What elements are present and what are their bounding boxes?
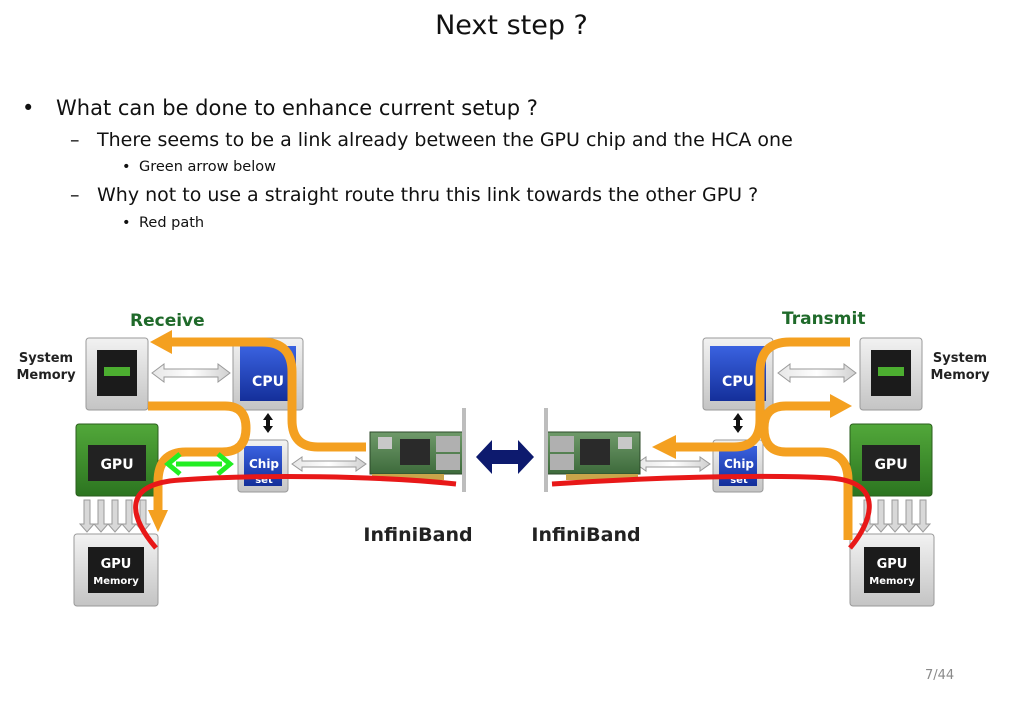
chipset-sublabel: set [730, 475, 748, 486]
transmit-flow-arrowhead-2 [830, 394, 852, 418]
chipset-sublabel: set [255, 475, 273, 486]
infiniband-link-arrow [476, 440, 534, 474]
transmit-side: Transmit System Memory CPU Chip set GPU … [531, 309, 990, 607]
pcie-arrow [291, 456, 367, 472]
bullet-marker: – [70, 129, 80, 151]
bullet-marker: • [122, 159, 131, 175]
bullet-marker: • [22, 96, 35, 120]
pcie-arrow [635, 456, 711, 472]
slide-title: Next step ? [435, 10, 588, 41]
memory-chip-icon-slot [104, 367, 130, 376]
cpu-label: CPU [252, 374, 284, 390]
chipset-label: Chip [249, 457, 279, 471]
cpu-chipset-arrow [263, 413, 273, 433]
page-number: 7/44 [925, 668, 955, 683]
transmit-heading: Transmit [782, 309, 865, 329]
gpu-memory-label-2: Memory [93, 576, 139, 587]
gpu-memory-label: GPU [877, 557, 908, 572]
gpu-label: GPU [100, 457, 133, 473]
bullet-level3: • Red path [122, 215, 205, 231]
gpu-memory-chip [864, 547, 920, 593]
chipset-label: Chip [724, 457, 754, 471]
gpu-chipset-link-arrow [164, 452, 234, 476]
memory-chip-icon-slot [878, 367, 904, 376]
memory-bus-arrow [777, 363, 857, 383]
memory-bus-arrow [151, 363, 231, 383]
transmit-flow-arrowhead [652, 435, 676, 459]
receive-heading: Receive [130, 311, 205, 331]
bullet-text: There seems to be a link already between… [97, 129, 793, 151]
bullet-text: Red path [139, 215, 205, 231]
infiniband-hca-card [369, 408, 466, 492]
chipset-chip [719, 446, 757, 486]
bullet-level1: • What can be done to enhance current se… [22, 96, 538, 120]
transmit-flow-arrow [672, 337, 850, 452]
bullet-text: Green arrow below [139, 159, 276, 175]
infiniband-hca-card [544, 408, 641, 492]
gpu-memory-label: GPU [101, 557, 132, 572]
bullet-level2: – There seems to be a link already betwe… [70, 129, 793, 151]
receive-flow-arrowhead [150, 330, 172, 354]
infiniband-label: InfiniBand [531, 524, 640, 546]
bullet-text: Why not to use a straight route thru thi… [97, 184, 759, 206]
bullet-level3: • Green arrow below [122, 159, 276, 175]
direct-route-path [551, 473, 872, 550]
gpu-memory-label-2: Memory [869, 576, 915, 587]
receive-side: Receive System Memory CPU Chip set GPU [16, 311, 473, 607]
receive-flow-arrow [168, 337, 366, 452]
gpu-chip [88, 445, 146, 481]
gpudirect-diagram: Receive System Memory CPU Chip set GPU [16, 309, 990, 607]
system-memory-label-2: Memory [930, 368, 990, 383]
gpu-chip [862, 445, 920, 481]
bullet-marker: • [122, 215, 131, 231]
cpu-label: CPU [722, 374, 754, 390]
gpu-memory-chip [88, 547, 144, 593]
direct-route-path [133, 474, 457, 550]
receive-flow-arrow-2 [148, 401, 251, 512]
system-memory-label-2: Memory [16, 368, 76, 383]
cpu-chipset-arrow [733, 413, 743, 433]
bullet-text: What can be done to enhance current setu… [56, 96, 538, 120]
system-memory-label: System [933, 351, 987, 366]
system-memory-label: System [19, 351, 73, 366]
transmit-flow-arrow-2 [759, 401, 853, 540]
receive-flow-arrowhead-2 [148, 510, 168, 532]
infiniband-label: InfiniBand [363, 524, 472, 546]
bullet-level2: – Why not to use a straight route thru t… [70, 184, 759, 206]
gpu-label: GPU [874, 457, 907, 473]
bullet-marker: – [70, 184, 80, 206]
